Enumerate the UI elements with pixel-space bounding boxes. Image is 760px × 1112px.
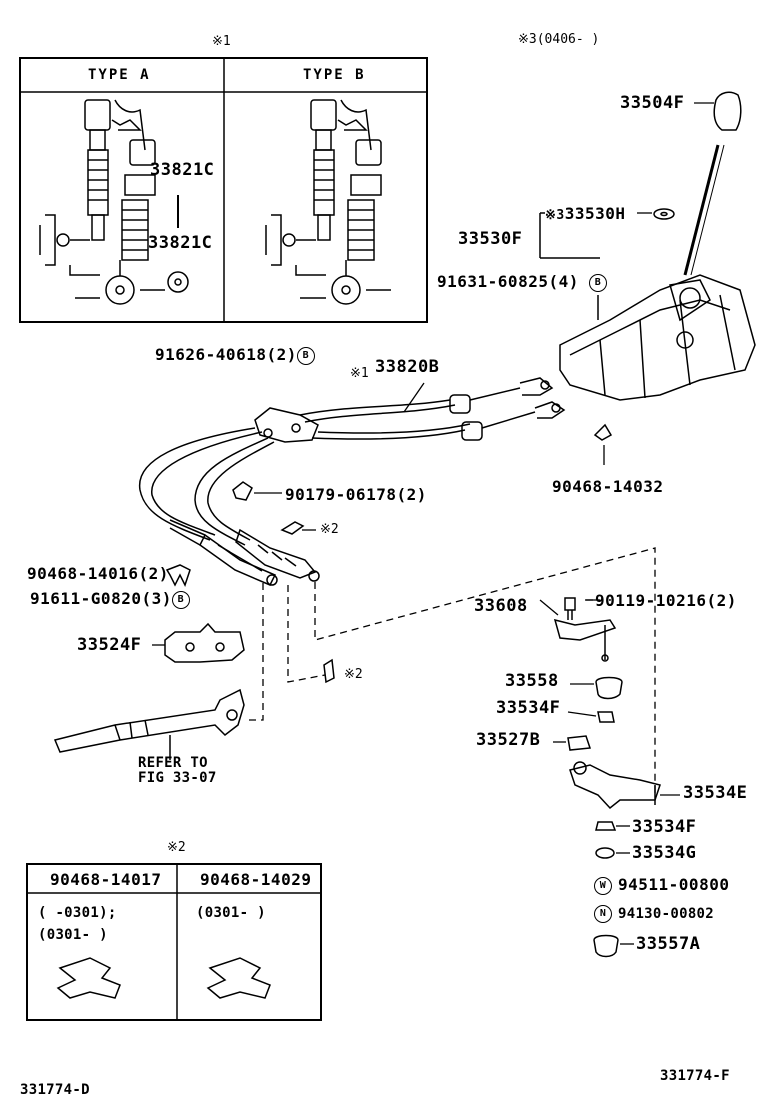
part-33504f: 33504F (620, 93, 685, 113)
table-header-90468-14029: 90468-14029 (200, 870, 312, 889)
inset-type-a-header: TYPE A (88, 67, 151, 83)
part-94511-number: 94511-00800 (618, 875, 730, 894)
part-90179: 90179-06178(2) (285, 485, 427, 504)
part-33530f: 33530F (458, 229, 523, 249)
part-91631: 91631-60825(4) B (437, 272, 607, 292)
note-3-top: ※3(0406- ) (518, 32, 600, 47)
part-33557a: 33557A (636, 934, 701, 954)
part-33534f-upper: 33534F (496, 698, 561, 718)
refer-to-line2: FIG 33-07 (138, 770, 217, 786)
part-33534e: 33534E (683, 783, 748, 803)
circle-b-icon: B (296, 346, 315, 365)
part-94511: W 94511-00800 (594, 875, 729, 895)
part-90119: 90119-10216(2) (595, 591, 737, 610)
lower-table-frame (26, 863, 322, 1021)
footer-right-code: 331774-F (660, 1068, 730, 1084)
part-33534f-lower: 33534F (632, 817, 697, 837)
part-91611: 91611-G0820(3)B (30, 589, 190, 609)
part-90468-14016: 90468-14016(2) (27, 564, 169, 583)
part-94130: N 94130-00802 (594, 905, 714, 923)
refer-to-line1: REFER TO (138, 755, 208, 771)
footer-left-code: 331774-D (20, 1082, 90, 1098)
circle-b-icon: B (171, 590, 190, 609)
part-33530h: ※333530H (545, 204, 626, 223)
part-94130-number: 94130-00802 (618, 906, 715, 922)
table-col1-line1: ( -0301); (38, 905, 117, 921)
part-91611-number: 91611-G0820(3) (30, 589, 172, 608)
part-33527b: 33527B (476, 730, 541, 750)
circle-n-icon: N (594, 905, 612, 923)
part-33530h-number: 33530H (564, 204, 626, 223)
shifter-housing-drawing (559, 274, 756, 401)
part-91626-number: 91626-40618(2) (155, 345, 297, 364)
inset-type-b-header: TYPE B (303, 67, 366, 83)
circle-w-icon: W (594, 876, 612, 895)
part-91626: 91626-40618(2)B (155, 345, 315, 365)
table-col1-line2: (0301- ) (38, 927, 108, 943)
transmission-shaft-drawing (53, 688, 245, 760)
part-91631-number: 91631-60825(4) (437, 272, 579, 291)
note-1-top: ※1 (212, 34, 231, 49)
table-col2-line1: (0301- ) (196, 905, 266, 921)
part-90468-14032: 90468-14032 (552, 477, 664, 496)
part-33821c-lower: 33821C (148, 233, 213, 253)
part-33558: 33558 (505, 671, 559, 691)
note-2-lower: ※2 (344, 667, 363, 682)
part-33524f: 33524F (77, 635, 142, 655)
part-33534g: 33534G (632, 843, 697, 863)
type-a-cable-end (39, 99, 165, 305)
shift-knob-drawing (713, 91, 742, 131)
part-33608: 33608 (474, 596, 528, 616)
note-1-cable: ※1 (350, 366, 369, 381)
note-2-mid: ※2 (320, 522, 339, 537)
part-33821c-upper: 33821C (150, 160, 215, 180)
part-33820b: 33820B (375, 357, 440, 377)
note-3-prefix: ※3 (545, 208, 565, 223)
bracket-33524f-drawing (164, 622, 245, 663)
circle-b-icon: B (589, 273, 607, 292)
table-header-90468-14017: 90468-14017 (50, 870, 162, 889)
type-b-cable-end (265, 99, 391, 305)
control-cable-drawing (138, 377, 613, 586)
note-2-table: ※2 (167, 840, 186, 855)
